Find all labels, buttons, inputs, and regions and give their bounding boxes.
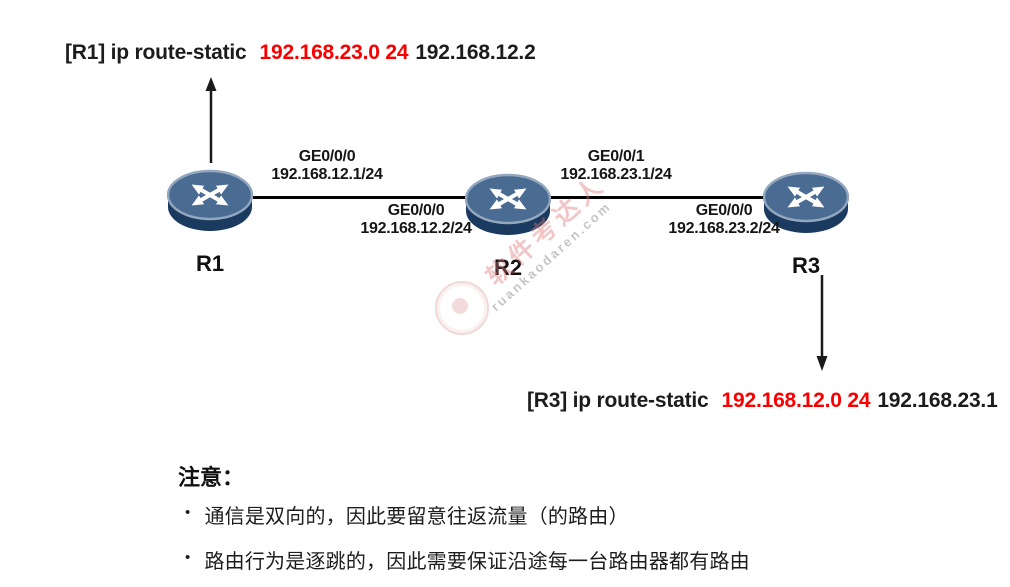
router-node-r2: R2 (464, 171, 552, 281)
router-node-r3: R3 (762, 169, 850, 279)
r1-command-nexthop: 192.168.12.2 (415, 41, 536, 64)
notes-list: • 通信是双向的，因此要留意往返流量（的路由） • 路由行为是逐跳的，因此需要保… (185, 500, 865, 587)
router-label-r3: R3 (791, 253, 821, 278)
r3-command-destination: 192.168.12.0 24 (721, 389, 871, 412)
r3-command-prefix: [R3] ip route-static (527, 389, 709, 412)
router-label-r1: R1 (195, 251, 225, 276)
r3-route-command: [R3] ip route-static 192.168.12.0 24 192.1… (527, 389, 998, 413)
router-icon (762, 171, 850, 233)
note-item-1: • 通信是双向的，因此要留意往返流量（的路由） (185, 500, 865, 529)
bullet-icon: • (185, 504, 191, 521)
notes-title: 注意： (178, 465, 245, 490)
bullet-icon: • (185, 549, 191, 566)
interface-ip: 192.168.23.1/24 (560, 166, 672, 183)
interface-name: GE0/0/1 (587, 148, 645, 165)
interface-label-r3-ge000: GE0/0/0 192.168.23.2/24 (668, 202, 779, 238)
note-text-2: 路由行为是逐跳的，因此需要保证沿途每一台路由器都有路由 (204, 551, 750, 573)
note-text-1: 通信是双向的，因此要留意往返流量（的路由） (204, 506, 629, 528)
router-label-r2: R2 (493, 255, 523, 280)
interface-label-r1-ge000: GE0/0/0 192.168.12.1/24 (271, 148, 382, 184)
r1-route-command: [R1] ip route-static 192.168.23.0 24 192.1… (65, 41, 536, 65)
note-item-2: • 路由行为是逐跳的，因此需要保证沿途每一台路由器都有路由 (185, 545, 865, 574)
interface-name: GE0/0/0 (298, 148, 356, 165)
r3-down-arrow-head-icon (816, 356, 828, 371)
interface-ip: 192.168.23.2/24 (668, 220, 780, 237)
interface-label-r2-ge001: GE0/0/1 192.168.23.1/24 (560, 148, 671, 184)
r3-command-nexthop: 192.168.23.1 (877, 389, 998, 412)
router-icon (464, 173, 552, 235)
watermark-stamp-icon (435, 281, 489, 335)
interface-label-r2-ge000: GE0/0/0 192.168.12.2/24 (360, 202, 471, 238)
interface-name: GE0/0/0 (695, 202, 753, 219)
r1-command-destination: 192.168.23.0 24 (259, 41, 409, 64)
interface-ip: 192.168.12.2/24 (360, 220, 472, 237)
router-icon (166, 169, 254, 231)
interface-ip: 192.168.12.1/24 (271, 166, 383, 183)
r1-up-arrow-head-icon (205, 77, 217, 91)
interface-name: GE0/0/0 (387, 202, 445, 219)
router-node-r1: R1 (166, 167, 254, 277)
r1-command-prefix: [R1] ip route-static (65, 41, 247, 64)
